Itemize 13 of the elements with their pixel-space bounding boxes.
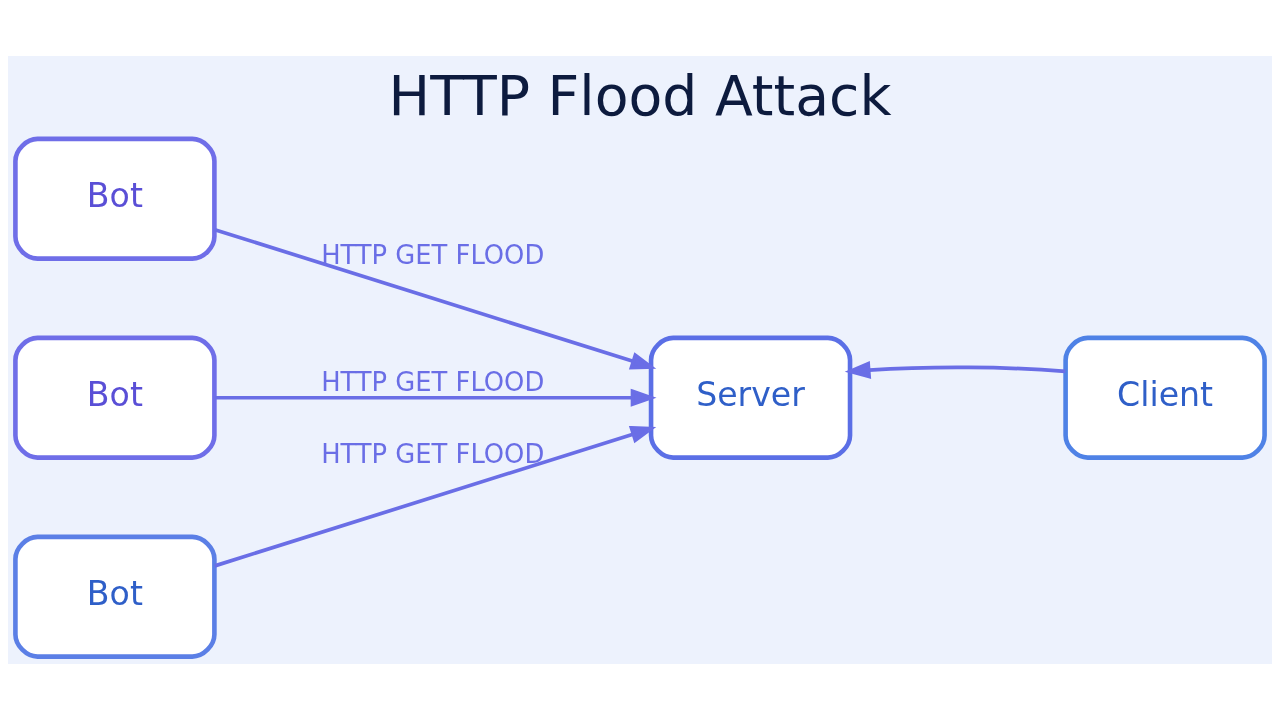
- arrow: [214, 227, 657, 370]
- node-box: Client: [1063, 335, 1267, 460]
- edge-label: HTTP GET FLOOD: [321, 239, 545, 270]
- diagram-title: HTTP Flood Attack: [388, 63, 892, 128]
- edge-label: HTTP GET FLOOD: [321, 438, 545, 469]
- edge-label: HTTP GET FLOOD: [321, 366, 545, 397]
- arrow: [214, 426, 657, 568]
- node-box: Server: [648, 335, 853, 460]
- arrow: [844, 360, 1066, 379]
- node-box: Bot: [13, 534, 217, 659]
- arrow: [214, 388, 657, 407]
- node-box: Bot: [13, 335, 217, 460]
- node-box: Bot: [13, 136, 217, 261]
